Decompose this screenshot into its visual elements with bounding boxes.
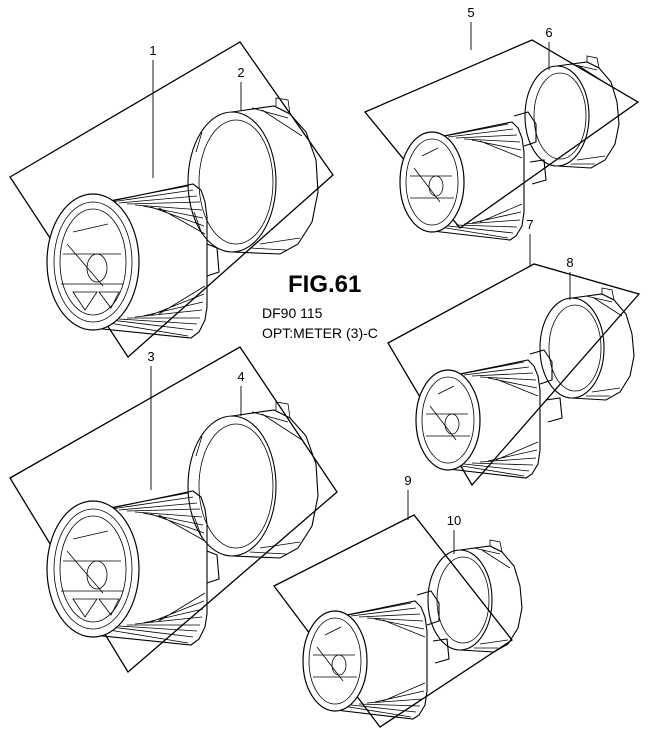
box-7 (387, 263, 641, 487)
part-number-8: 8 (566, 255, 573, 270)
part-number-6: 6 (545, 25, 552, 40)
part-number-9: 9 (404, 473, 411, 488)
figure-model: DF90 115 (262, 305, 323, 321)
part-number-10: 10 (447, 513, 461, 528)
part-number-2: 2 (237, 65, 244, 80)
part-number-4: 4 (237, 369, 244, 384)
figure-title: FIG.61 (288, 271, 361, 298)
part-number-1: 1 (149, 43, 156, 58)
box-9 (273, 514, 523, 728)
leader-lines (150, 22, 571, 554)
figure-option: OPT:METER (3)-C (262, 325, 378, 341)
part-number-3: 3 (147, 349, 154, 364)
part-number-7: 7 (526, 217, 533, 232)
part-number-5: 5 (467, 5, 474, 20)
box-5 (363, 39, 640, 241)
box-3 (9, 346, 338, 673)
box-1 (9, 41, 334, 358)
